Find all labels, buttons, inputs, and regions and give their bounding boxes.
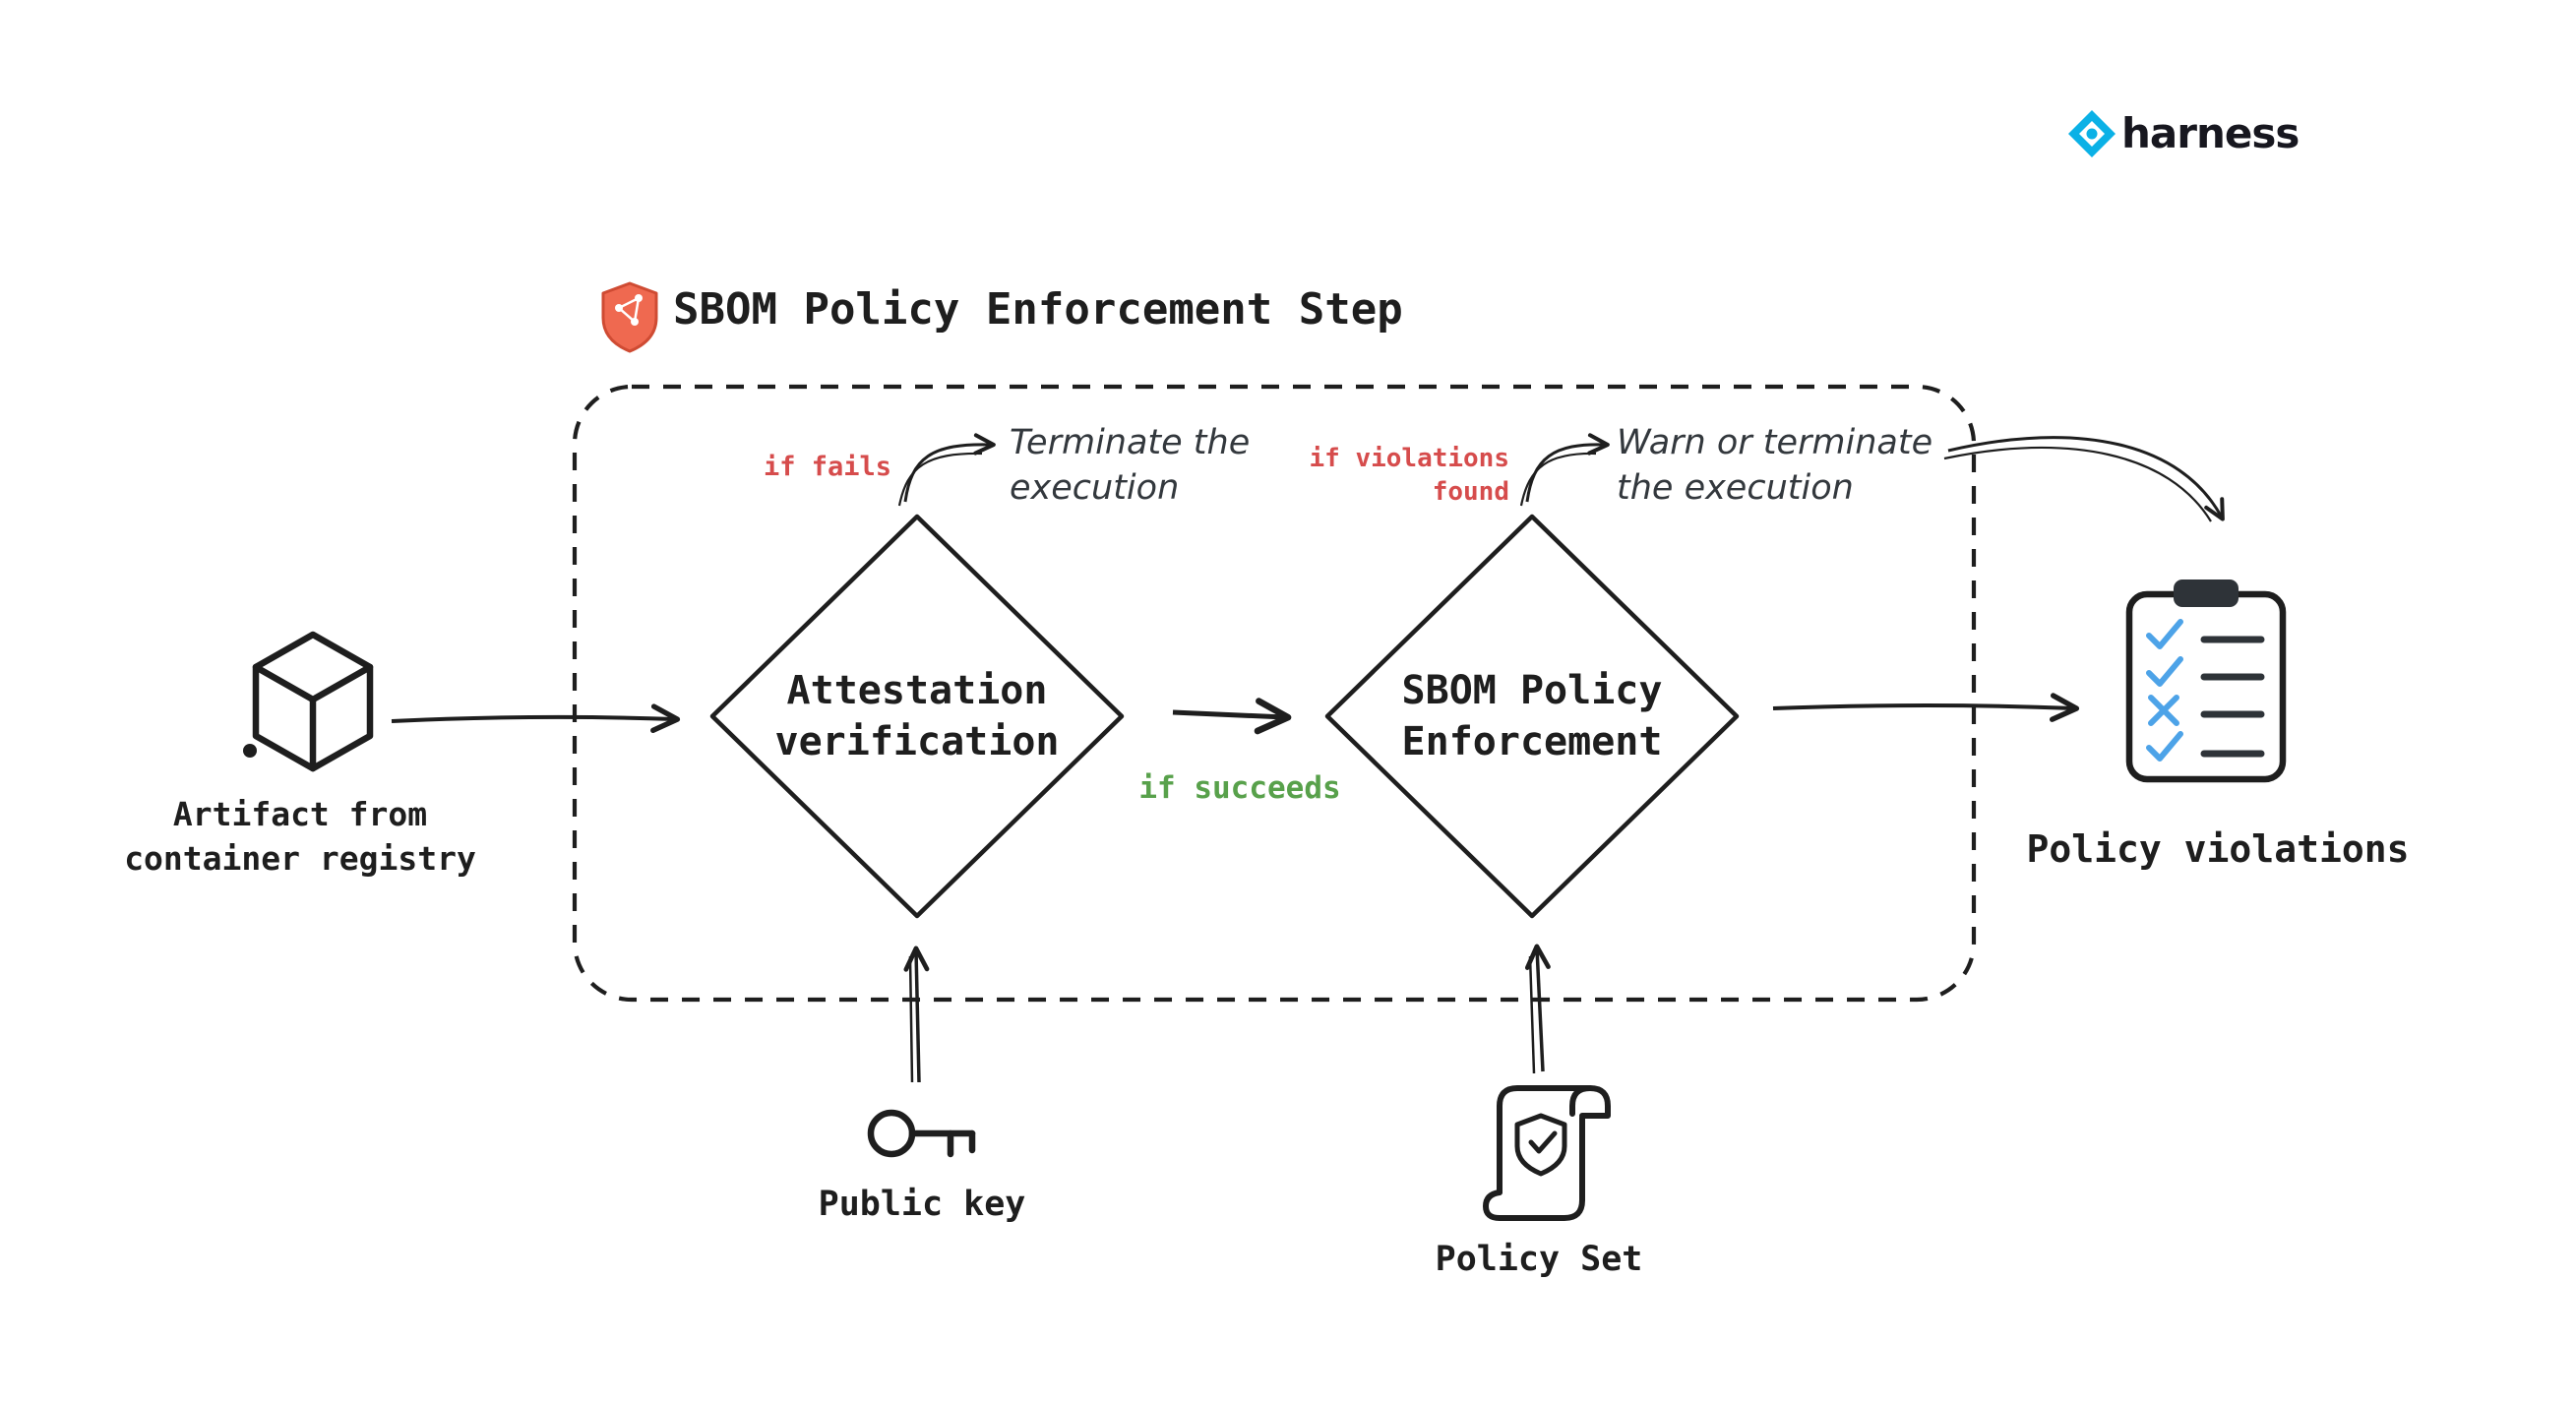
- diagram-title: SBOM Policy Enforcement Step: [673, 284, 1403, 335]
- clipboard-checkmarks: [2146, 619, 2183, 762]
- terminate-execution-annotation: Terminate the execution: [1010, 423, 1251, 508]
- policy-violations-label: Policy violations: [2026, 827, 2410, 871]
- if-fails-label: if fails: [764, 452, 892, 482]
- artifact-cube-icon: [243, 631, 374, 772]
- attestation-diamond: [709, 514, 1125, 919]
- arrow-policyset-to-sbom: [1524, 944, 1551, 1072]
- policy-set-label: Policy Set: [1435, 1240, 1643, 1279]
- sbom-shield-icon: [601, 281, 658, 353]
- arrow-if-violations: [1525, 433, 1610, 503]
- harness-wordmark: harness: [2121, 109, 2300, 157]
- arrow-warn-to-violations: [1947, 436, 2225, 521]
- public-key-icon: [867, 1109, 976, 1158]
- artifact-label: Artifact from container registry: [124, 795, 476, 878]
- policy-violations-clipboard-icon: [2125, 580, 2287, 783]
- arrow-if-violations-sketch-line: [1519, 452, 1597, 507]
- attestation-label: Attestation verification: [774, 668, 1060, 764]
- arrow-sbom-to-violations: [1772, 693, 2080, 722]
- arrow-publickey-to-attestation: [903, 946, 930, 1083]
- arrow-publickey-sketch-line: [908, 955, 914, 1083]
- policy-scroll-icon: [1483, 1085, 1611, 1221]
- harness-logo-icon: [2068, 110, 2116, 157]
- sbom-policy-label: SBOM Policy Enforcement: [1401, 668, 1663, 764]
- arrow-if-fails: [903, 433, 996, 503]
- clipboard-clip: [2174, 580, 2239, 607]
- public-key-label: Public key: [818, 1185, 1026, 1224]
- enforcement-step-boundary: [572, 384, 1977, 1003]
- sbom-policy-diamond: [1324, 514, 1740, 919]
- if-violations-found-label: if violations found: [1309, 444, 1510, 507]
- arrow-artifact-to-attestation: [391, 703, 681, 734]
- arrow-policyset-sketch-line: [1528, 955, 1536, 1074]
- arrow-attestation-to-sbom: [1172, 698, 1292, 735]
- arrow-if-fails-sketch-line: [897, 452, 983, 507]
- clipboard-row-lines: [2200, 636, 2265, 758]
- warn-or-terminate-annotation: Warn or terminate the execution: [1617, 423, 1933, 508]
- if-succeeds-label: if succeeds: [1138, 770, 1341, 806]
- arrow-warn-sketch-line: [1943, 446, 2212, 522]
